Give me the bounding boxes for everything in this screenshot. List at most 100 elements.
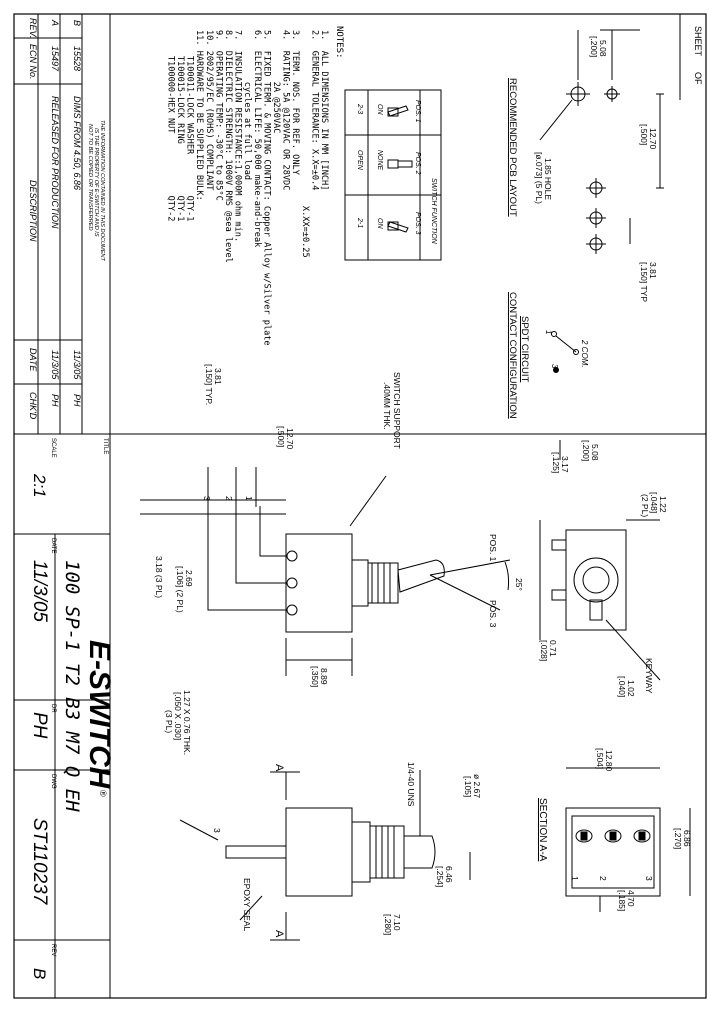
sect-dim-504-in: [.504] <box>595 748 605 769</box>
term-dim-3: (3 PL) <box>164 710 174 733</box>
circuit-t3: 3 <box>550 364 559 369</box>
front-view <box>179 770 471 941</box>
front-term-label: 3 <box>212 828 222 833</box>
sf-on-1: ON <box>376 104 383 115</box>
front-dim-254-in: [.254] <box>435 866 445 887</box>
term-dim-2: [.050 X .030] <box>173 692 183 740</box>
note-line: 8. DIELECTRIC STRENGTH: 1000V RMS @sea l… <box>223 30 233 263</box>
sect-dim-185: 4.70 <box>626 890 636 907</box>
note-line: 10. 2002/95/EC (ROHS) COMPLIANT <box>204 30 214 190</box>
side-dim-150: 3.81 <box>213 368 223 385</box>
pcb-dim-200: 5.08 <box>598 40 608 57</box>
note-line: 2A @250VAC <box>271 30 281 133</box>
circuit-t1: 1 <box>544 330 553 334</box>
sheet-label: SHEET <box>693 26 703 57</box>
sect-dim-504: 12.80 <box>604 750 614 772</box>
rev-label: REV <box>50 944 56 956</box>
end-dim-048: 1.22 <box>658 496 668 513</box>
sf-on-3: ON <box>376 218 383 229</box>
sheet-box: SHEET OF <box>679 14 703 100</box>
ecn-a: 15497 <box>50 46 60 72</box>
front-view-labels: 1/4-40 UNS ø 2.67 [.105] 1.27 X 0.76 THK… <box>164 690 482 938</box>
hdr-ecn: ECN No. <box>28 44 38 80</box>
pcb-dim-150: 3.81 <box>648 262 658 279</box>
front-dim-254: 6.46 <box>444 866 454 883</box>
note-line: X.XX=±0.25 <box>300 30 310 258</box>
hdr-rev: REV. <box>28 18 38 38</box>
end-dim-040-in: [.040] <box>617 676 627 697</box>
pcb-dim-150-in: [.150] TYP <box>639 262 649 302</box>
side-dim-125: 3.18 (3 PL) <box>154 556 164 598</box>
dr-label: DR <box>50 704 56 713</box>
note-line: 9. OPERATING TEMP: -30°C to 85°C <box>213 30 223 201</box>
date-b: 11/3/05 <box>72 350 82 380</box>
support-label: SWITCH SUPPORT <box>392 372 402 449</box>
note-line: T100000-HEX NUT QTY-2 <box>165 30 175 221</box>
circuit-com: 2 COM. <box>580 339 589 368</box>
note-line: T100011-LOCK WASHER QTY-1 <box>185 30 195 221</box>
end-dim-028-in: [.028] <box>539 640 549 661</box>
note-line: 1. ALL DIMENSIONS IN MM [INCH] <box>319 30 329 190</box>
pcb-dim-200-in: [.200] <box>589 36 599 57</box>
section-aa-title: SECTION A-A <box>537 798 548 862</box>
date-value: 11/3/05 <box>29 560 50 622</box>
toggle-pos1-icon <box>387 105 409 117</box>
side-dim-500-in: [.500] <box>276 426 286 447</box>
rev-b: B <box>72 20 82 26</box>
date-label: DATE <box>50 538 56 554</box>
side-view-labels: SWITCH SUPPORT .40MM THK. 12.70 [.500] 3… <box>154 364 524 687</box>
rev-a: A <box>50 19 60 26</box>
sf-hdr-3: POS. 3 <box>414 212 421 235</box>
desc-b: DIMS FROM 4.50, 6.86 <box>72 96 82 190</box>
date-a: 11/3/05 <box>50 350 60 380</box>
sheet-border <box>13 13 707 999</box>
sect-dim-185-in: [.185] <box>617 890 627 911</box>
end-dim-028: 0.71 <box>548 640 558 657</box>
of-label: OF <box>693 72 703 85</box>
switch-function-table: SWITCH FUNCTION POS. 1 POS. 2 POS. 3 ON … <box>344 89 442 261</box>
note-line: 3. TERM. NOS. FOR REF. ONLY <box>290 30 300 176</box>
thread-label: 1/4-40 UNS <box>406 762 416 807</box>
side-dim-150-in: [.150] TYP. <box>204 364 214 405</box>
dr-value: PH <box>29 712 50 739</box>
end-dim-048-in: [.048] <box>649 492 659 513</box>
circuit-subtitle: CONTACT CONFIGURATION <box>507 292 518 419</box>
pcb-hole-in: [ø.073] (5 PL) <box>534 152 544 204</box>
support-thk: .40MM THK. <box>382 382 392 430</box>
pos3-label: POS. 3 <box>488 600 498 628</box>
end-view-labels: 5.08 [.200] 3.17 [.125] 1.22 [.048] (2 P… <box>539 440 668 697</box>
pcb-hole: 1.85 HOLE <box>543 158 553 200</box>
revision-table: B 15528 DIMS FROM 4.50, 6.86 11/3/05 PH … <box>13 13 111 435</box>
sf-conn-2: OPEN <box>356 150 363 171</box>
notes-heading: NOTES: <box>334 26 344 59</box>
title-label: TITLE <box>102 438 108 454</box>
pcb-title: RECOMMENDED PCB LAYOUT <box>507 78 518 217</box>
note-line: 5. FIXED TERM. & MOVING CONTACT: Copper … <box>261 30 271 346</box>
note-line: 2. GENERAL TOLERANCE: X.X=±0.4 <box>309 30 319 190</box>
hdr-chkd: CHK'D <box>28 392 38 420</box>
sect-term-2: 2 <box>598 876 608 881</box>
sect-term-3: 3 <box>644 876 654 881</box>
term-label-2: 2 <box>224 496 234 501</box>
circuit-title: SPDT CIRCUIT <box>519 316 530 383</box>
term-label-3: 3 <box>202 496 212 501</box>
ecn-b: 15528 <box>72 46 82 71</box>
side-view <box>140 467 511 676</box>
desc-a: RELEASED FOR PRODUCTION <box>50 96 60 229</box>
end-dim-040: 1.02 <box>626 680 636 697</box>
dwg-label: DWG <box>50 774 56 789</box>
sf-conn-3: 2-1 <box>356 217 363 228</box>
side-dim-350: 8.89 <box>319 668 329 685</box>
sect-term-1: 1 <box>570 876 580 881</box>
term-dim-1: 1.27 X 0.76 THK. <box>182 690 192 755</box>
sect-dim-270: 6.86 <box>682 830 692 847</box>
end-dim-200-in: [.200] <box>581 440 591 461</box>
side-dim-500: 12.70 <box>285 428 295 450</box>
angle-label: 25° <box>514 578 524 591</box>
pcb-layout: 12.70 [.500] 5.08 [.200] 1.85 HOLE [ø.07… <box>507 29 664 302</box>
epoxy-label: EPOXY SEAL <box>242 878 252 932</box>
sf-on-2: NONE <box>376 150 383 171</box>
end-dim-048-pl: (2 PL) <box>640 494 650 517</box>
scale-label: SCALE <box>50 438 56 458</box>
confidential-line-1: THE INFORMATION CONTAINED IN THIS DOCUME… <box>99 120 105 261</box>
